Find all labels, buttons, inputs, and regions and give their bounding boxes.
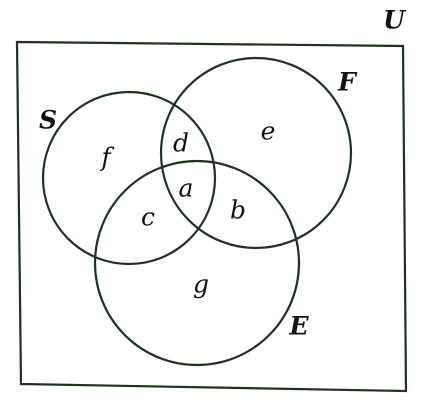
region-f-e-label: b [230,196,246,225]
set-e-circle [93,159,301,367]
region-only-f-label: e [261,117,276,146]
region-only-e-label: g [193,270,209,299]
set-f-circle [159,56,353,250]
set-e-label: E [288,312,309,341]
universe-label: U [383,6,407,35]
region-only-s-label: f [99,143,114,172]
universe-rectangle [15,40,408,393]
set-s-label: S [39,106,57,135]
set-s-circle [41,90,217,266]
set-f-label: F [337,68,358,97]
region-s-e-label: c [141,203,155,232]
region-s-f-label: d [173,129,189,158]
region-s-f-e-label: a [179,174,194,203]
